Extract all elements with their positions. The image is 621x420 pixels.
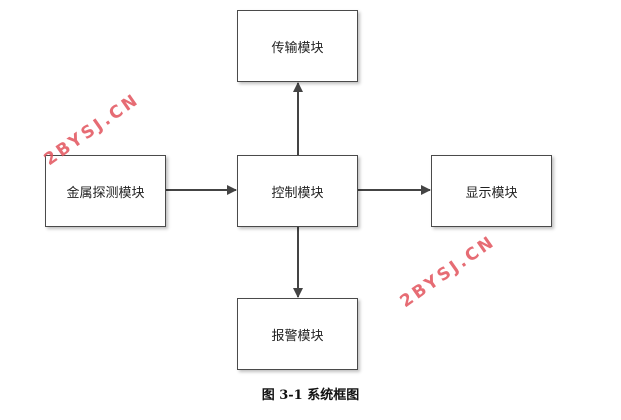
display-module-label: 显示模块 [465, 185, 518, 201]
control-module-label: 控制模块 [271, 185, 324, 201]
figure-caption: 图 3-1 系统框图 [261, 388, 360, 403]
metal-detection-module-node: 金属探测模块 [45, 155, 166, 227]
watermark-text: 2BYSJ.CN [396, 231, 500, 312]
control-module-node: 控制模块 [237, 155, 358, 227]
transmission-module-label: 传输模块 [271, 40, 324, 56]
display-module-node: 显示模块 [431, 155, 552, 227]
metal-detection-module-label: 金属探测模块 [66, 185, 145, 201]
alarm-module-label: 报警模块 [271, 328, 324, 344]
alarm-module-node: 报警模块 [237, 298, 358, 370]
transmission-module-node: 传输模块 [237, 10, 358, 82]
